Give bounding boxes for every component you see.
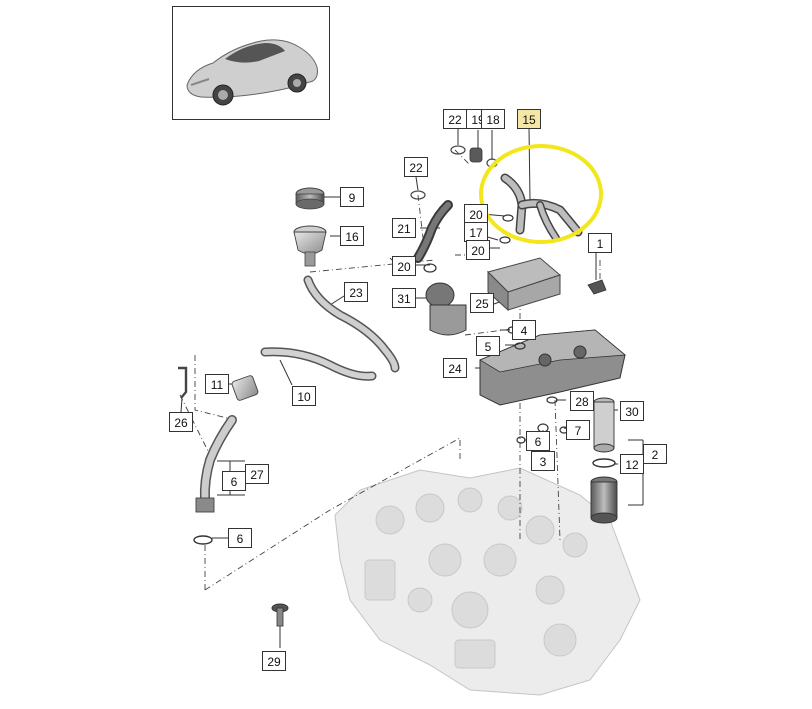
part-1-sensor xyxy=(587,279,607,295)
callout-3[interactable]: 3 xyxy=(531,451,555,471)
callout-23[interactable]: 23 xyxy=(344,282,368,302)
part-16-filler-neck xyxy=(293,225,327,267)
vehicle-thumbnail xyxy=(172,6,330,120)
part-10-hose xyxy=(260,347,377,381)
callout-7[interactable]: 7 xyxy=(566,420,590,440)
callout-27[interactable]: 27 xyxy=(245,464,269,484)
part-11-sleeve xyxy=(231,375,259,401)
part-27-pipe xyxy=(195,415,237,513)
part-19-coupling xyxy=(469,147,483,163)
callout-20-low[interactable]: 20 xyxy=(392,256,416,276)
callout-2[interactable]: 2 xyxy=(643,444,667,464)
callout-25[interactable]: 25 xyxy=(470,293,494,313)
callout-17[interactable]: 17 xyxy=(464,222,488,242)
part-15-y-hose xyxy=(500,173,583,242)
part-6-oring-left xyxy=(193,535,213,545)
callout-28[interactable]: 28 xyxy=(570,391,594,411)
callout-5[interactable]: 5 xyxy=(476,336,500,356)
part-24-oil-filter-housing xyxy=(479,329,627,406)
callout-4[interactable]: 4 xyxy=(512,320,536,340)
callout-6-left[interactable]: 6 xyxy=(228,528,252,548)
callout-30[interactable]: 30 xyxy=(620,401,644,421)
part-26-bracket xyxy=(178,366,188,399)
part-31-housing xyxy=(425,282,467,336)
callout-22-left[interactable]: 22 xyxy=(404,157,428,177)
part-23-vent-hose xyxy=(303,275,400,373)
part-2-filter-cover xyxy=(590,476,618,524)
callout-20-top[interactable]: 20 xyxy=(464,204,488,224)
callout-9[interactable]: 9 xyxy=(340,187,364,207)
callout-6-mid[interactable]: 6 xyxy=(526,431,550,451)
callout-16[interactable]: 16 xyxy=(340,226,364,246)
part-25-oil-cooler xyxy=(487,257,562,312)
callout-1[interactable]: 1 xyxy=(588,233,612,253)
part-9-cap xyxy=(295,187,325,210)
callout-29[interactable]: 29 xyxy=(262,651,286,671)
part-29-bolt xyxy=(271,603,289,627)
callout-20-mid[interactable]: 20 xyxy=(466,240,490,260)
part-30-filter-element xyxy=(593,397,615,453)
callout-18[interactable]: 18 xyxy=(481,109,505,129)
callout-21[interactable]: 21 xyxy=(392,218,416,238)
part-22-clamps xyxy=(410,145,466,200)
callout-6-pipe[interactable]: 6 xyxy=(222,471,246,491)
callout-10[interactable]: 10 xyxy=(292,386,316,406)
callout-15-selected[interactable]: 15 xyxy=(517,109,541,129)
callout-24[interactable]: 24 xyxy=(443,358,467,378)
highlight-ring xyxy=(479,144,603,244)
callout-22-top[interactable]: 22 xyxy=(443,109,467,129)
callout-26[interactable]: 26 xyxy=(169,412,193,432)
callout-11[interactable]: 11 xyxy=(205,374,229,394)
callout-12[interactable]: 12 xyxy=(620,454,644,474)
part-12-oring xyxy=(592,458,616,468)
engine-block xyxy=(334,467,641,696)
part-21-hose xyxy=(413,200,453,263)
car-icon xyxy=(186,39,318,106)
callout-31[interactable]: 31 xyxy=(392,288,416,308)
